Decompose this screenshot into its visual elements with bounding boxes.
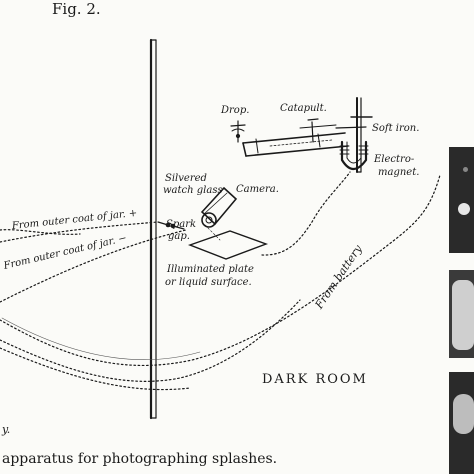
label-drop: Drop. [221, 105, 250, 116]
wire-cords [0, 171, 441, 391]
electromagnet [339, 140, 369, 171]
dark-room-label: DARK ROOM [262, 372, 368, 387]
catapult-assembly [242, 118, 349, 157]
splash-spot [463, 167, 468, 172]
photo-strip-top [449, 147, 474, 253]
edge-text-fragment: y. [2, 423, 11, 436]
splash-spot [452, 280, 474, 350]
label-illuminated-plate: Illuminated plate [167, 264, 254, 275]
label-spark: Spark [166, 219, 197, 230]
label-electro: Electro- [374, 154, 415, 165]
splash-spot [458, 203, 470, 215]
label-liquid-surface: or liquid surface. [165, 277, 252, 288]
label-magnet: magnet. [378, 167, 420, 178]
illuminated-plate [187, 224, 269, 260]
retort-stand [335, 97, 373, 173]
label-watch-glass: watch glass [163, 185, 223, 196]
figure-caption: apparatus for photographing splashes. [2, 451, 278, 467]
label-catapult: Catapult. [280, 103, 327, 114]
label-silvered: Silvered [165, 173, 207, 184]
spark-gap [157, 221, 185, 230]
photo-strip-middle [449, 270, 474, 358]
partition-wall [149, 38, 157, 420]
label-gap: gap. [168, 231, 190, 242]
photo-strip-bottom [449, 372, 474, 474]
label-camera: Camera. [236, 184, 279, 195]
drop-holder [230, 120, 246, 143]
camera [200, 186, 238, 228]
figure-number: Fig. 2. [52, 0, 101, 18]
label-soft-iron: Soft iron. [372, 123, 420, 134]
splash-spot [453, 394, 474, 434]
